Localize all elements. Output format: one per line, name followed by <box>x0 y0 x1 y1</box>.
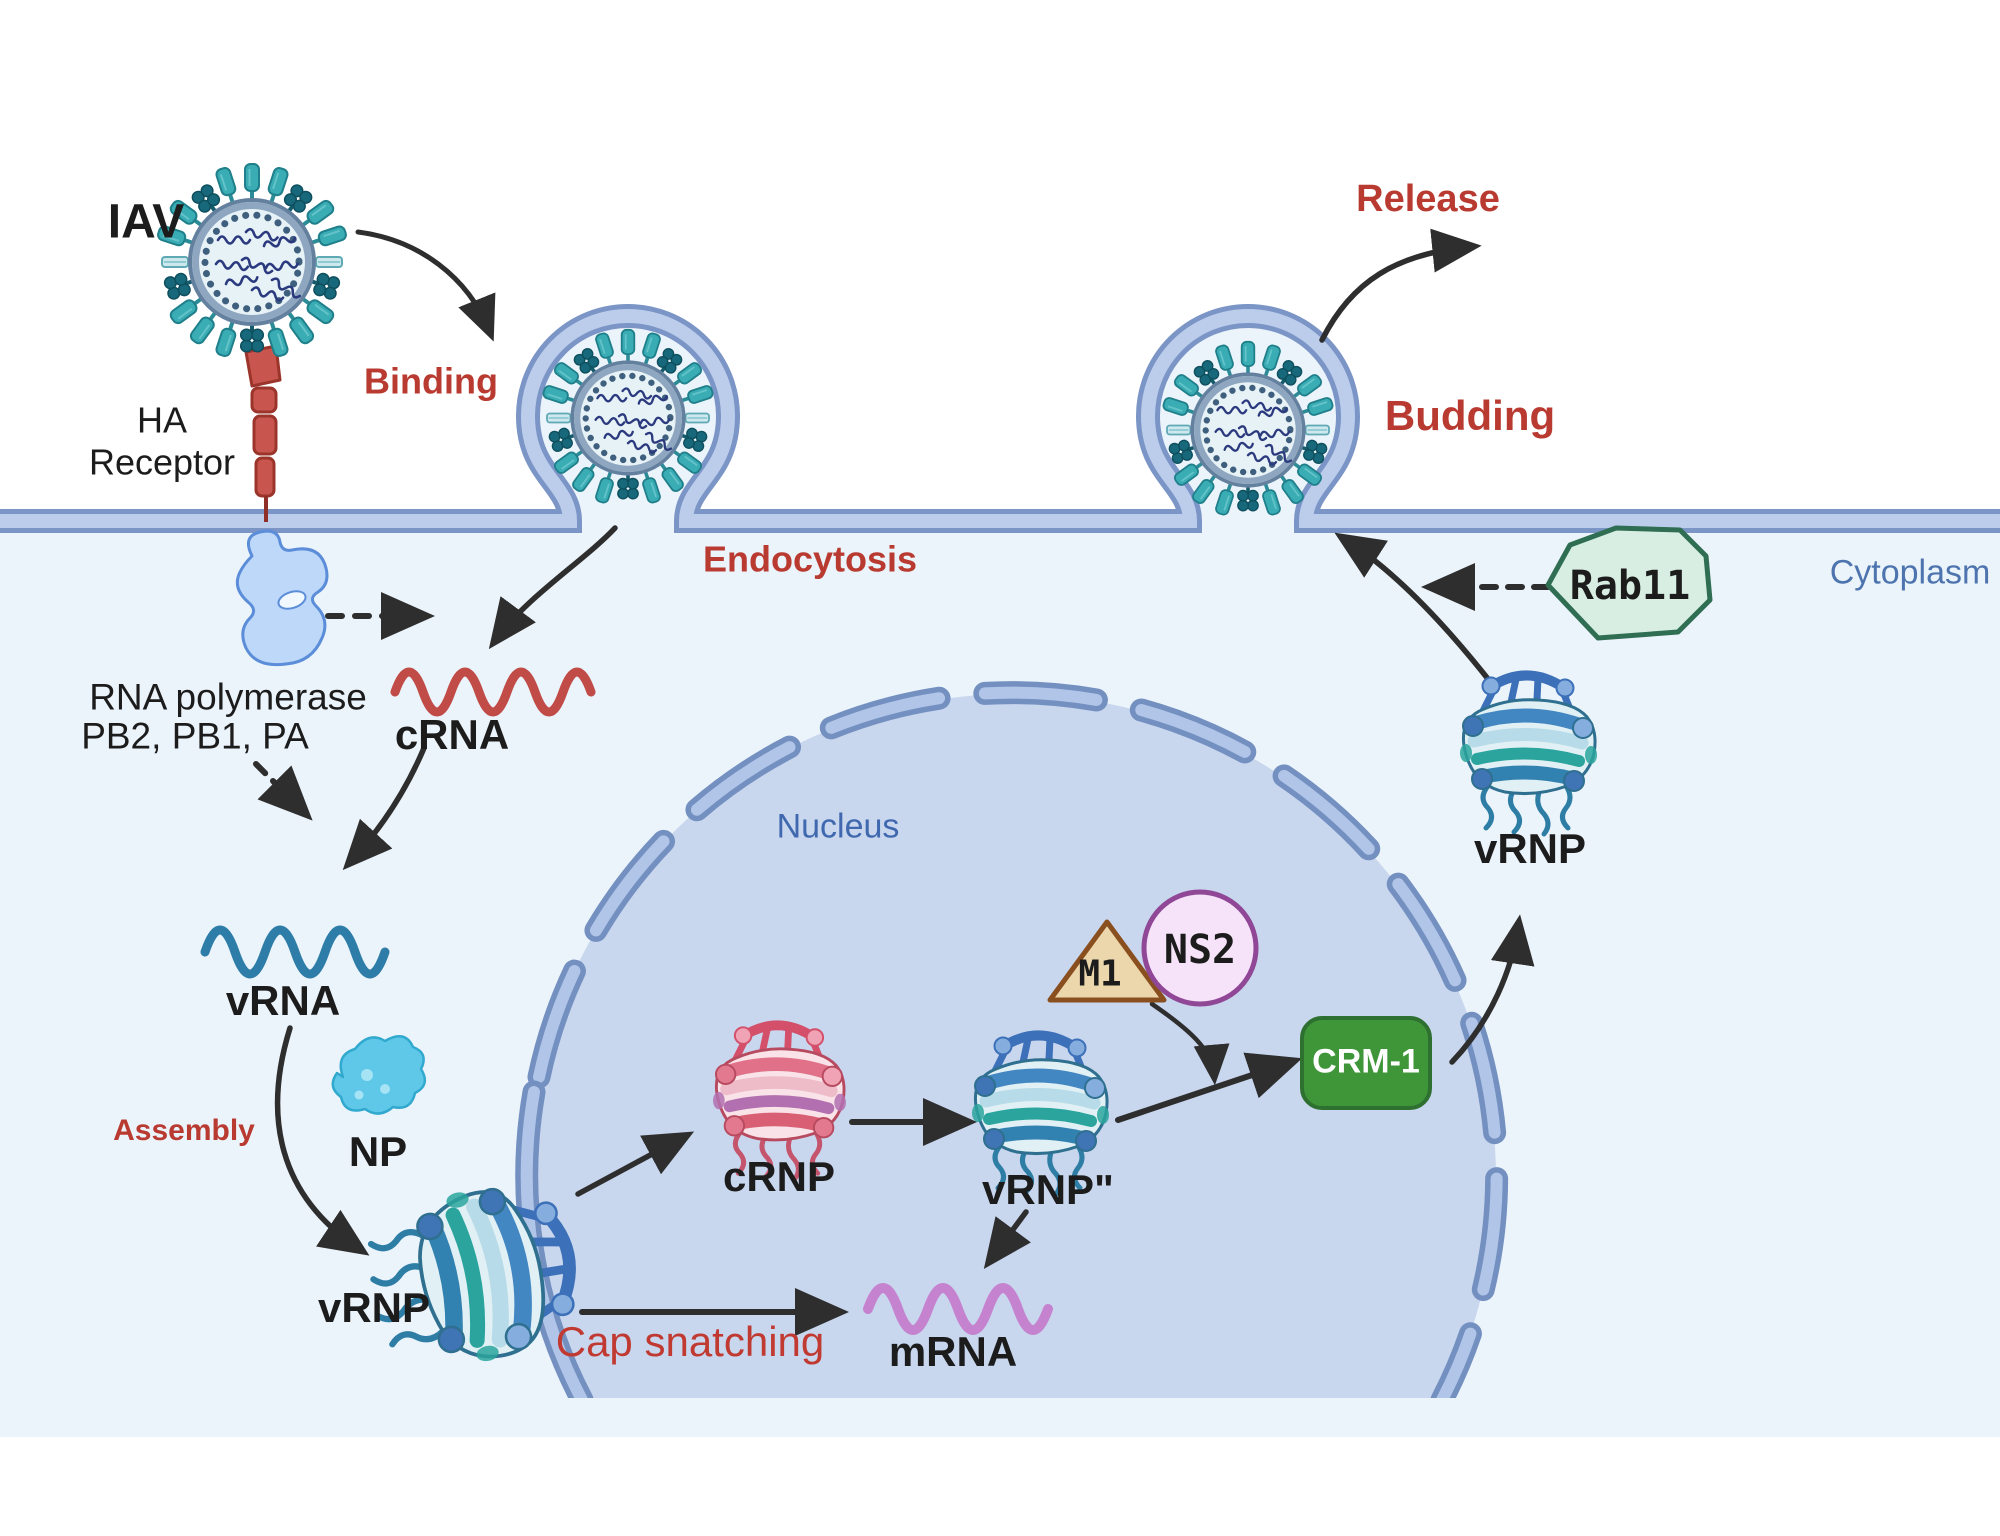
crm1-label: CRM-1 <box>1312 1042 1420 1081</box>
iav-label: IAV <box>107 195 185 249</box>
rna-polymerase-label-line2: PB2, PB1, PA <box>81 715 309 757</box>
crm1-box-icon <box>1300 1016 1432 1110</box>
arrows <box>253 228 1551 1336</box>
arrow-release <box>1319 228 1482 343</box>
rab11-label: Rab11 <box>1569 563 1691 609</box>
crna-wave <box>390 667 596 717</box>
nucleus-label: Nucleus <box>776 807 900 846</box>
arrow-pb-dashed <box>253 761 313 821</box>
ns2-label: NS2 <box>1163 927 1237 973</box>
assembly-label: Assembly <box>113 1113 255 1147</box>
virion-free-iav <box>157 164 348 357</box>
np-label: NP <box>348 1127 408 1175</box>
arrow-binding <box>355 229 496 342</box>
rna-polymerase-icon <box>235 529 329 667</box>
arrow-m1ns2-down <box>1149 1001 1230 1086</box>
rab11-octagon-icon <box>1545 525 1713 641</box>
vrnp-right-label: vRNP <box>1473 824 1587 872</box>
vrna-label: vRNA <box>225 976 341 1024</box>
binding-label: Binding <box>364 360 498 402</box>
ha-receptor-label-line2: Receptor <box>88 441 236 483</box>
arrow-export-to-vrnp <box>1449 914 1535 1065</box>
vrnp-left-label: vRNP <box>317 1283 431 1331</box>
mrna-label: mRNA <box>888 1327 1018 1375</box>
ns2-circle-icon <box>1141 889 1259 1007</box>
ha-receptor-icon <box>244 344 282 522</box>
budding-label: Budding <box>1384 391 1556 439</box>
rna-polymerase-label-line1: RNA polymerase <box>89 676 367 718</box>
release-label: Release <box>1356 178 1500 221</box>
arrow-crna-to-vrna <box>342 745 427 871</box>
endocytosis-label: Endocytosis <box>702 538 918 580</box>
np-icon <box>331 1034 427 1115</box>
arrow-vrnp-to-crnp <box>575 1131 695 1197</box>
plasma-membrane <box>0 304 2000 533</box>
vrna-wave <box>200 925 390 979</box>
m1-label: M1 <box>1078 953 1122 995</box>
mrna-wave <box>863 1283 1053 1335</box>
arrow-endocytosis-in <box>488 525 618 650</box>
cap-snatching-label: Cap snatching <box>555 1317 825 1365</box>
ha-receptor-label-line1: HA <box>136 399 188 441</box>
crna-label: cRNA <box>394 710 510 758</box>
crnp-label: cRNP <box>722 1152 836 1200</box>
arrow-vrnp2-to-crm1 <box>1115 1052 1303 1123</box>
cytoplasm-label: Cytoplasm <box>1829 553 1991 592</box>
vrnp-nuclear-label: vRNP" <box>982 1165 1114 1213</box>
arrow-vrnp2-to-mrna <box>983 1209 1031 1270</box>
m1-triangle-icon <box>1047 919 1167 1003</box>
arrow-assembly <box>274 1025 370 1256</box>
